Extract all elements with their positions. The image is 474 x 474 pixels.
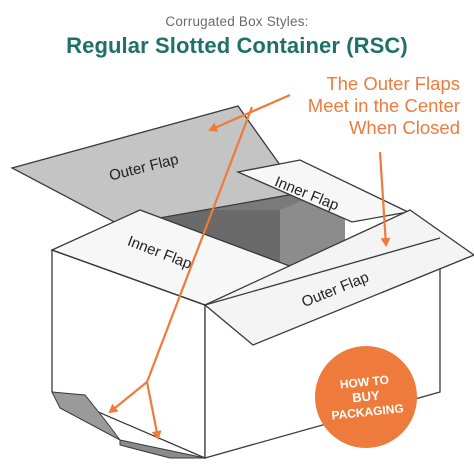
fold-line: [204, 237, 441, 306]
outer-flap-front: [203, 209, 474, 346]
arrow-to-bottom-center: [145, 381, 162, 440]
callout-line-2: Meet in the Center: [307, 95, 460, 116]
diagram-subtitle: Corrugated Box Styles:: [165, 14, 309, 29]
callout-line-3: When Closed: [348, 117, 460, 138]
arrow-to-front-flap: [378, 151, 391, 247]
badge-line-2: BUY: [352, 388, 381, 406]
badge-line-1: HOW TO: [339, 373, 389, 392]
bottom-flap-shadow-left: [51, 391, 121, 441]
callout-text: The Outer Flaps Meet in the Center When …: [282, 73, 460, 139]
diagram-title: Regular Slotted Container (RSC): [66, 33, 408, 58]
arrow-to-bottom-left: [108, 381, 148, 414]
center-line: [145, 106, 254, 383]
badge-circle: [315, 346, 417, 448]
callout-line-1: The Outer Flaps: [326, 73, 460, 94]
bottom-flap-shadow-right: [119, 439, 206, 459]
